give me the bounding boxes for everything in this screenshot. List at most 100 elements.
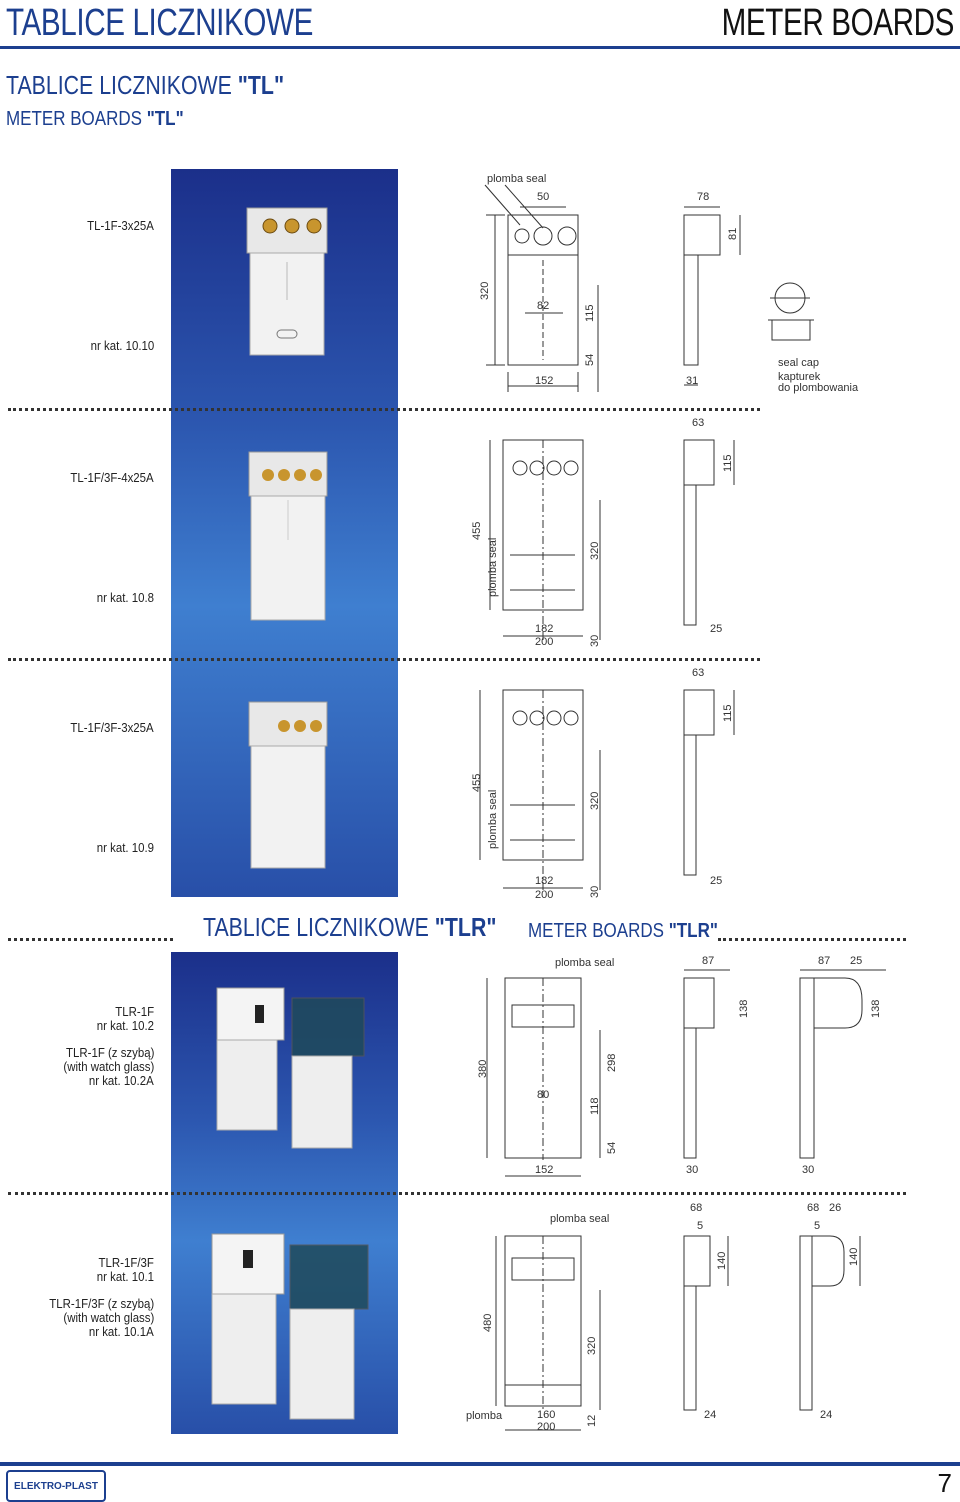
dim5-w160: 160 [537,1409,555,1421]
section-tlr-title-text: TABLICE LICZNIKOWE [203,912,435,942]
dim1-cap2: kapturek [778,371,821,383]
dim4-w25: 25 [850,955,862,967]
drawing-3-side [683,689,735,876]
dim4-w80: 80 [537,1089,549,1101]
dim3-w182: 182 [535,875,553,887]
dim4-w87b: 87 [818,955,830,967]
dim1-h115: 115 [584,304,596,322]
dim4-h138b: 138 [870,1000,882,1018]
header-divider [0,46,960,49]
dim1-cap1: seal cap [778,357,819,369]
dim1-h81: 81 [727,228,739,240]
label-catalog-5b: nr kat. 10.1A [89,1324,154,1339]
dim3-h30: 30 [589,886,601,898]
label-model-5b: TLR-1F/3F (z szybą) [49,1296,154,1311]
dim2-h115: 115 [722,454,734,472]
dim5-w68b: 68 [807,1202,819,1214]
section-tlr-subtitle-text: METER BOARDS [528,920,669,942]
photo-tlr-1f3f [211,1233,369,1420]
dim5-w68a: 68 [690,1202,702,1214]
footer-divider [0,1462,960,1466]
drawing-4-side-b [799,969,886,1159]
dim2-w182: 182 [535,623,553,635]
section-tl-title: TABLICE LICZNIKOWE "TL" [6,70,284,101]
header-title-pl: TABLICE LICZNIKOWE [6,2,314,44]
photo-tlr-1f [216,987,365,1149]
drawing-5-front [495,1235,601,1431]
dim5-w26: 26 [829,1202,841,1214]
drawing-5-side-b [799,1235,861,1411]
label-model-2: TL-1F/3F-4x25A [70,470,154,485]
dim3-w25: 25 [710,875,722,887]
label-catalog-3: nr kat. 10.9 [96,840,154,855]
dim2-seal: plomba seal [487,538,499,597]
dim5-w24a: 24 [704,1409,716,1421]
photo-tl-1f-3x25a [246,207,328,356]
dim1-w152: 152 [535,375,553,387]
dim3-w63: 63 [692,667,704,679]
dim3-h455: 455 [471,774,483,792]
dim3-seal: plomba seal [487,790,499,849]
dim4-seal: plomba seal [555,957,614,969]
dim5-seal: plomba seal [550,1213,609,1225]
drawing-1-seal-cap [768,282,814,341]
dim5-plomba: plomba [466,1410,503,1422]
dim4-h138a: 138 [738,1000,750,1018]
dim4-h118: 118 [589,1097,601,1115]
label-note-4b: (with watch glass) [63,1059,154,1074]
dim2-h320: 320 [589,542,601,560]
dim4-w152: 152 [535,1164,553,1176]
label-model-1: TL-1F-3x25A [87,218,154,233]
dim1-w82: 82 [537,300,549,312]
section-tl-subtitle-text: METER BOARDS [6,108,147,130]
label-catalog-5: nr kat. 10.1 [96,1269,154,1284]
section-tl-title-bold: "TL" [237,70,285,100]
label-model-5: TLR-1F/3F [98,1255,154,1270]
photo-tl-1f3f-4x25a [248,451,328,621]
header-title-en: METER BOARDS [721,2,955,44]
separator-2 [8,658,760,661]
dim4-w30b: 30 [802,1164,814,1176]
section-tl-subtitle: METER BOARDS "TL" [6,108,184,131]
dim4-h54: 54 [606,1142,618,1154]
dim1-w31: 31 [686,375,698,387]
dim2-h455: 455 [471,522,483,540]
dim1-w50: 50 [537,191,549,203]
drawing-1-side [683,206,741,386]
drawing-1-front [484,184,599,392]
dim2-w25: 25 [710,623,722,635]
dim5-h480: 480 [482,1314,494,1332]
dim4-w87a: 87 [702,955,714,967]
label-catalog-4: nr kat. 10.2 [96,1018,154,1033]
drawing-5-side-a [683,1235,729,1411]
dim5-h12: 12 [586,1415,598,1427]
page-number: 7 [937,1468,952,1498]
separator-4 [8,1192,906,1195]
separator-3a [8,938,173,941]
dim3-h320: 320 [589,792,601,810]
dim5-w200: 200 [537,1421,555,1433]
dim1-h54: 54 [584,354,596,366]
separator-1 [8,408,760,411]
dim5-h140a: 140 [716,1252,728,1270]
dim4-w30a: 30 [686,1164,698,1176]
dim1-h320: 320 [479,282,491,300]
dim5-h140b: 140 [848,1248,860,1266]
drawing-2-front [489,439,601,640]
drawing-4-side-a [683,969,730,1159]
label-catalog-2: nr kat. 10.8 [96,590,154,605]
drawing-3-front [479,689,601,890]
dim1-w78: 78 [697,191,709,203]
label-catalog-1: nr kat. 10.10 [90,338,154,353]
label-note-5b: (with watch glass) [63,1310,154,1325]
dim5-h320: 320 [586,1337,598,1355]
section-tl-title-text: TABLICE LICZNIKOWE [6,70,238,100]
section-tlr-subtitle-bold: "TLR" [668,920,718,942]
dim3-h115: 115 [722,704,734,722]
separator-3b [718,938,906,941]
dim4-h298: 298 [606,1054,618,1072]
dim5-w24b: 24 [820,1409,832,1421]
drawing-4-front [486,977,601,1177]
